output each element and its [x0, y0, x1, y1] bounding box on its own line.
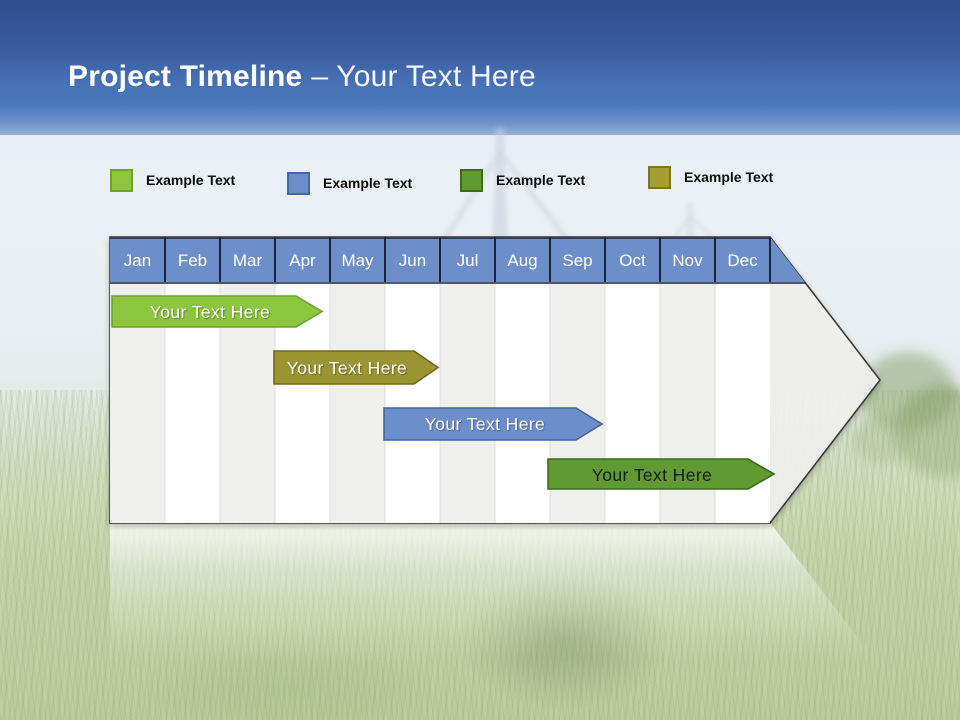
month-label: Feb: [178, 251, 207, 270]
month-label: May: [341, 251, 374, 270]
task-bar-green: [111, 295, 324, 328]
task-bar-label: Your Text Here: [150, 302, 270, 322]
task-bar-label: Your Text Here: [592, 465, 712, 485]
task-bar-label: Your Text Here: [287, 358, 407, 378]
task-bar-blue: [383, 407, 604, 441]
month-header-borders: [110, 237, 806, 284]
month-label: Sep: [562, 251, 592, 270]
month-label: Nov: [672, 251, 703, 270]
legend-item: Example Text: [110, 167, 235, 193]
legend-label: Example Text: [146, 172, 236, 188]
legend-swatch-dark-green: [460, 168, 483, 192]
month-label: Jul: [457, 251, 479, 270]
legend-label: Example Text: [684, 169, 774, 185]
task-bar-dark-green: [547, 458, 776, 490]
title-main: Project Timeline: [68, 60, 303, 93]
month-column-stripe: [385, 282, 440, 523]
month-label: Apr: [289, 251, 316, 270]
month-label: Aug: [507, 251, 537, 270]
legend-swatch-green: [110, 168, 133, 192]
legend-item: Example Text: [648, 164, 773, 190]
month-label: Jun: [399, 251, 426, 270]
title-suffix: – Your Text Here: [311, 60, 536, 93]
task-bar-label: Your Text Here: [425, 414, 545, 434]
month-column-stripe: [330, 282, 385, 523]
legend-label: Example Text: [323, 175, 413, 191]
month-label: Dec: [727, 251, 758, 270]
task-bar-olive: [273, 350, 440, 385]
month-column-stripe: [495, 282, 550, 523]
slide-title: Project Timeline– Your Text Here: [68, 60, 536, 94]
legend-swatch-blue: [287, 171, 310, 195]
month-column-stripe: [440, 282, 495, 523]
legend-item: Example Text: [287, 170, 412, 196]
month-label: Oct: [619, 251, 646, 270]
legend-label: Example Text: [496, 172, 586, 188]
month-label: Jan: [124, 251, 151, 270]
legend-item: Example Text: [460, 167, 585, 193]
month-label: Mar: [233, 251, 263, 270]
legend-swatch-olive: [648, 165, 671, 189]
